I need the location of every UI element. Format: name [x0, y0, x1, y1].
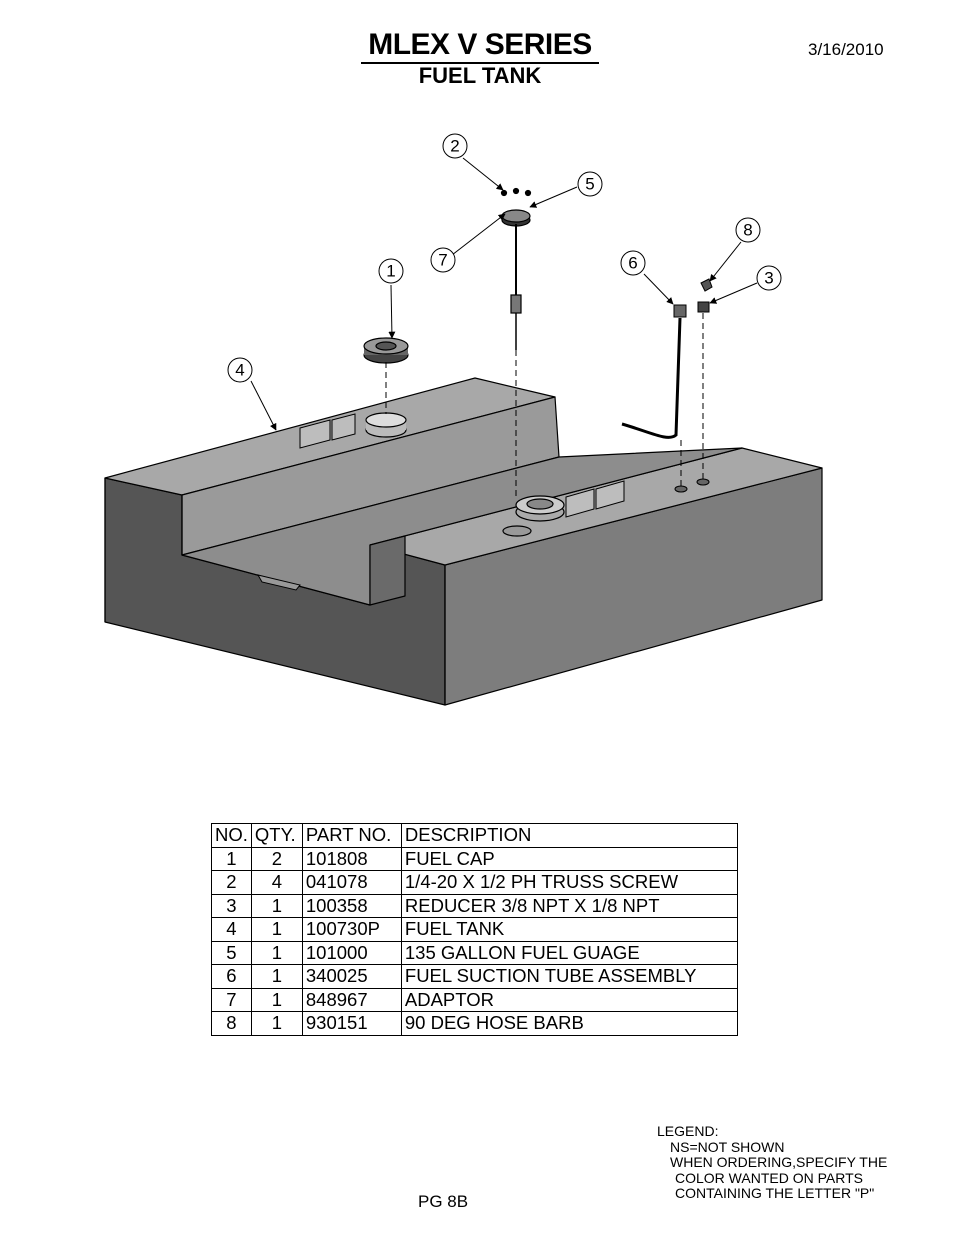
balloon-4	[227, 357, 253, 383]
balloon-2-label: 2	[450, 137, 459, 156]
balloon-6	[620, 250, 646, 276]
balloon-5-label: 5	[585, 175, 594, 194]
cell-description: 90 DEG HOSE BARB	[400, 1011, 738, 1036]
legend: LEGEND: NS=NOT SHOWN WHEN ORDERING,SPECI…	[657, 1123, 888, 1202]
cell-part-no: 340025	[301, 964, 402, 989]
table-row: 6 1 340025 FUEL SUCTION TUBE ASSEMBLY	[211, 964, 738, 989]
cell-description: ADAPTOR	[400, 987, 738, 1012]
fuel-gauge-part	[500, 187, 532, 350]
page-number: PG 8B	[418, 1192, 469, 1211]
legend-heading: LEGEND:	[657, 1123, 719, 1139]
cell-description: 1/4-20 X 1/2 PH TRUSS SCREW	[400, 870, 738, 895]
filler-neck	[365, 412, 407, 438]
header-qty: QTY.	[250, 823, 303, 848]
date-label: 3/16/2010	[808, 40, 884, 59]
table-row: 4 1 100730P FUEL TANK	[211, 917, 738, 942]
channel-floor	[181, 447, 743, 606]
cell-part-no: 041078	[301, 870, 402, 895]
legend-line: CONTAINING THE LETTER "P"	[675, 1185, 875, 1202]
bracket-left-2	[331, 413, 356, 441]
balloon-8-label: 8	[743, 221, 752, 240]
page-subtitle: FUEL TANK	[418, 63, 542, 88]
channel-side-wall	[369, 535, 406, 606]
cell-no: 4	[211, 917, 252, 942]
cell-qty: 1	[250, 940, 303, 965]
cell-description: FUEL TANK	[400, 917, 738, 942]
cell-description: REDUCER 3/8 NPT X 1/8 NPT	[400, 893, 738, 918]
balloon-4-label: 4	[235, 361, 244, 380]
cell-qty: 2	[250, 846, 303, 871]
gauge-flange	[502, 495, 565, 537]
cell-description: 135 GALLON FUEL GUAGE	[400, 940, 738, 965]
table-row: 2 4 041078 1/4-20 X 1/2 PH TRUSS SCREW	[211, 870, 738, 895]
barb-port	[696, 478, 710, 486]
cell-no: 2	[211, 870, 252, 895]
fuel-tank-exploded-diagram: 1 2 3 4 5 6 7 8	[104, 133, 823, 706]
cell-description: FUEL CAP	[400, 846, 738, 871]
parts-table: NO. QTY. PART NO. DESCRIPTION 1 2 101808…	[211, 823, 738, 1036]
cell-qty: 1	[250, 917, 303, 942]
cell-no: 5	[211, 940, 252, 965]
cell-part-no: 930151	[301, 1011, 402, 1036]
channel-clip	[256, 574, 301, 591]
cell-part-no: 100358	[301, 893, 402, 918]
cell-no: 6	[211, 964, 252, 989]
balloon-3-label: 3	[764, 269, 773, 288]
balloon-2	[442, 133, 468, 159]
cell-no: 8	[211, 1011, 252, 1036]
balloon-3	[756, 265, 782, 291]
cell-qty: 1	[250, 893, 303, 918]
legend-line: WHEN ORDERING,SPECIFY THE	[670, 1154, 888, 1171]
tube-port	[674, 485, 688, 493]
table-row: 3 1 100358 REDUCER 3/8 NPT X 1/8 NPT	[211, 893, 738, 918]
header-part-no: PART NO.	[301, 823, 402, 848]
cell-qty: 1	[250, 1011, 303, 1036]
bracket-left-1	[299, 419, 331, 449]
balloon-8	[735, 217, 761, 243]
cell-qty: 1	[250, 987, 303, 1012]
page-title: MLEX V SERIES	[361, 28, 599, 64]
suction-tube-part	[621, 304, 687, 439]
cell-part-no: 848967	[301, 987, 402, 1012]
parts-table-header: NO. QTY. PART NO. DESCRIPTION	[211, 823, 738, 848]
cell-part-no: 100730P	[301, 917, 402, 942]
balloon-7	[430, 247, 456, 273]
legend-line: NS=NOT SHOWN	[670, 1138, 785, 1155]
cell-qty: 4	[250, 870, 303, 895]
fuel-cap-part	[363, 337, 409, 364]
cell-part-no: 101808	[301, 846, 402, 871]
hose-barb-part	[700, 278, 713, 292]
reducer-part	[697, 301, 710, 313]
header-description: DESCRIPTION	[400, 823, 738, 848]
cell-no: 3	[211, 893, 252, 918]
legend-line: COLOR WANTED ON PARTS	[675, 1169, 863, 1186]
table-row: 8 1 930151 90 DEG HOSE BARB	[211, 1011, 738, 1036]
table-row: 1 2 101808 FUEL CAP	[211, 846, 738, 871]
header-no: NO.	[211, 823, 252, 848]
balloon-7-label: 7	[438, 251, 447, 270]
cell-description: FUEL SUCTION TUBE ASSEMBLY	[400, 964, 738, 989]
balloon-5	[577, 171, 603, 197]
table-row: 5 1 101000 135 GALLON FUEL GUAGE	[211, 940, 738, 965]
cell-no: 7	[211, 987, 252, 1012]
cell-no: 1	[211, 846, 252, 871]
balloon-6-label: 6	[628, 254, 637, 273]
bracket-right-1	[565, 488, 595, 518]
bracket-right-2	[595, 480, 625, 510]
table-row: 7 1 848967 ADAPTOR	[211, 987, 738, 1012]
balloon-1-label: 1	[386, 262, 395, 281]
balloon-1	[378, 258, 404, 284]
cell-qty: 1	[250, 964, 303, 989]
cell-part-no: 101000	[301, 940, 402, 965]
